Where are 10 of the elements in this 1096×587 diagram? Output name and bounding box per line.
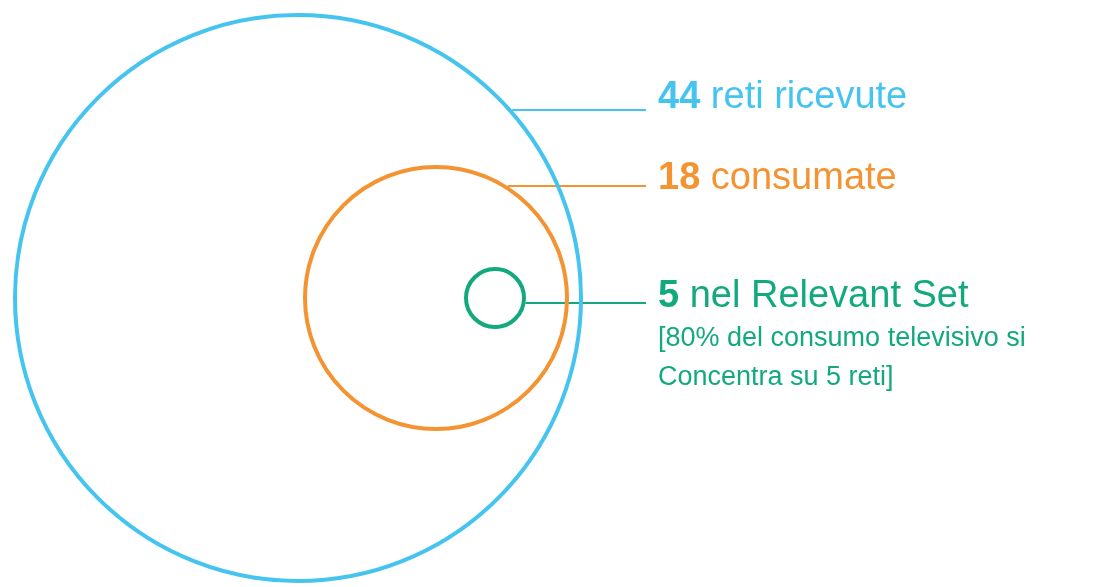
callout-label: 18 consumate xyxy=(658,155,897,198)
note-text: [80% del consumo televisivo si Concentra su 5 reti] xyxy=(658,321,1027,394)
callout-label: 5 nel Relevant Set xyxy=(658,273,970,316)
leader-line xyxy=(511,109,647,111)
leader-line xyxy=(506,185,647,187)
circle xyxy=(303,165,569,431)
leader-line xyxy=(524,302,647,304)
callout-label: 44 reti ricevute xyxy=(658,74,908,117)
circle xyxy=(464,267,526,329)
circle xyxy=(13,13,583,583)
